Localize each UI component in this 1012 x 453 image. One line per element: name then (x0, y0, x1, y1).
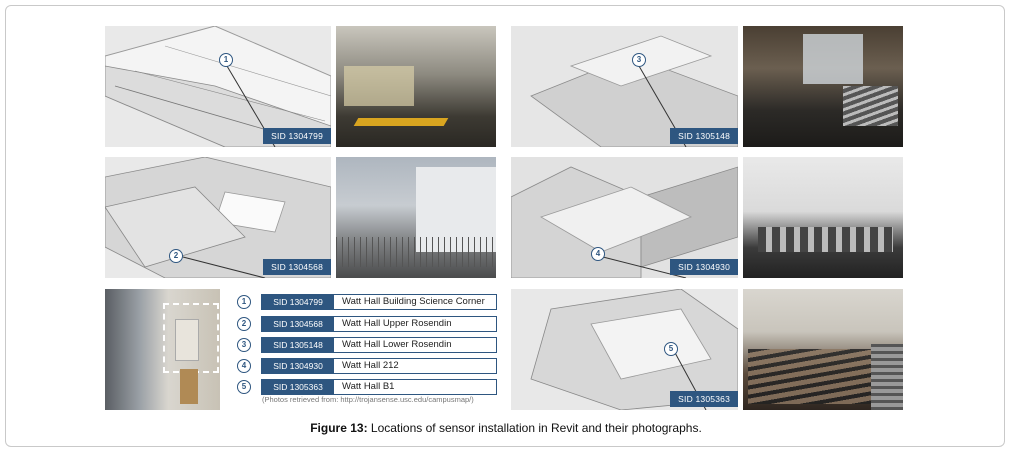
revit-model-drawing (511, 157, 738, 278)
marker-3: 3 (632, 53, 646, 67)
photo-4 (743, 157, 903, 278)
revit-model-2: 2 SID 1304568 (105, 157, 331, 278)
revit-model-5: 5 SID 1305363 (511, 289, 738, 410)
revit-model-4: 4 SID 1304930 (511, 157, 738, 278)
sid-label: SID 1304930 (670, 259, 738, 275)
photo-source-note: (Photos retrieved from: http://trojansen… (262, 395, 474, 404)
legend-row: 4 SID 1304930 Watt Hall 212 (237, 358, 499, 374)
wood-panel (180, 369, 198, 404)
sid-label: SID 1304799 (263, 128, 331, 144)
revit-model-drawing (511, 289, 738, 410)
legend-sid: SID 1305148 (262, 338, 334, 352)
marker-5: 5 (664, 342, 678, 356)
legend-sid: SID 1304930 (262, 359, 334, 373)
legend-number: 3 (237, 338, 251, 352)
legend-number: 4 (237, 359, 251, 373)
revit-model-drawing (105, 157, 331, 278)
figure-caption-text: Locations of sensor installation in Revi… (367, 421, 702, 435)
legend-box: SID 1304930 Watt Hall 212 (261, 358, 497, 374)
sid-label: SID 1304568 (263, 259, 331, 275)
figure-caption: Figure 13: Locations of sensor installat… (0, 421, 1012, 435)
photo-3-window (803, 34, 863, 84)
photo-5 (743, 289, 903, 410)
photo-4-desks (758, 227, 893, 252)
legend-number: 5 (237, 380, 251, 394)
legend-location: Watt Hall Building Science Corner (342, 296, 485, 307)
legend-row: 3 SID 1305148 Watt Hall Lower Rosendin (237, 337, 499, 353)
legend-location: Watt Hall 212 (342, 360, 399, 371)
revit-model-drawing (511, 26, 738, 147)
legend-sid: SID 1304568 (262, 317, 334, 331)
legend-location: Watt Hall Lower Rosendin (342, 339, 452, 350)
legend-number: 2 (237, 317, 251, 331)
photo-5-steps (871, 344, 903, 410)
sensor-device (175, 319, 199, 361)
photo-sensor-closeup (105, 289, 220, 410)
photo-1-shelf (344, 66, 414, 106)
photo-3 (743, 26, 903, 147)
legend-number: 1 (237, 295, 251, 309)
photo-1-floor-stripe (353, 118, 449, 126)
photo-2 (336, 157, 496, 278)
legend-row: 5 SID 1305363 Watt Hall B1 (237, 379, 499, 395)
legend-sid: SID 1304799 (262, 295, 334, 309)
photo-5-seating (748, 349, 873, 404)
legend-box: SID 1305363 Watt Hall B1 (261, 379, 497, 395)
legend-box: SID 1305148 Watt Hall Lower Rosendin (261, 337, 497, 353)
marker-2: 2 (169, 249, 183, 263)
sid-label: SID 1305363 (670, 391, 738, 407)
photo-3-stairs (843, 86, 898, 126)
legend-sid: SID 1305363 (262, 380, 334, 394)
marker-4: 4 (591, 247, 605, 261)
legend-box: SID 1304568 Watt Hall Upper Rosendin (261, 316, 497, 332)
legend-location: Watt Hall Upper Rosendin (342, 318, 452, 329)
sid-label: SID 1305148 (670, 128, 738, 144)
revit-model-drawing (105, 26, 331, 147)
photo-1 (336, 26, 496, 147)
legend-row: 1 SID 1304799 Watt Hall Building Science… (237, 294, 499, 310)
revit-model-1: 1 SID 1304799 (105, 26, 331, 147)
photo-2-railing (336, 237, 496, 267)
marker-1: 1 (219, 53, 233, 67)
revit-model-3: 3 SID 1305148 (511, 26, 738, 147)
legend-row: 2 SID 1304568 Watt Hall Upper Rosendin (237, 316, 499, 332)
figure-label: Figure 13: (310, 421, 368, 435)
legend-box: SID 1304799 Watt Hall Building Science C… (261, 294, 497, 310)
sensor-highlight-box (163, 303, 219, 373)
legend-location: Watt Hall B1 (342, 381, 395, 392)
